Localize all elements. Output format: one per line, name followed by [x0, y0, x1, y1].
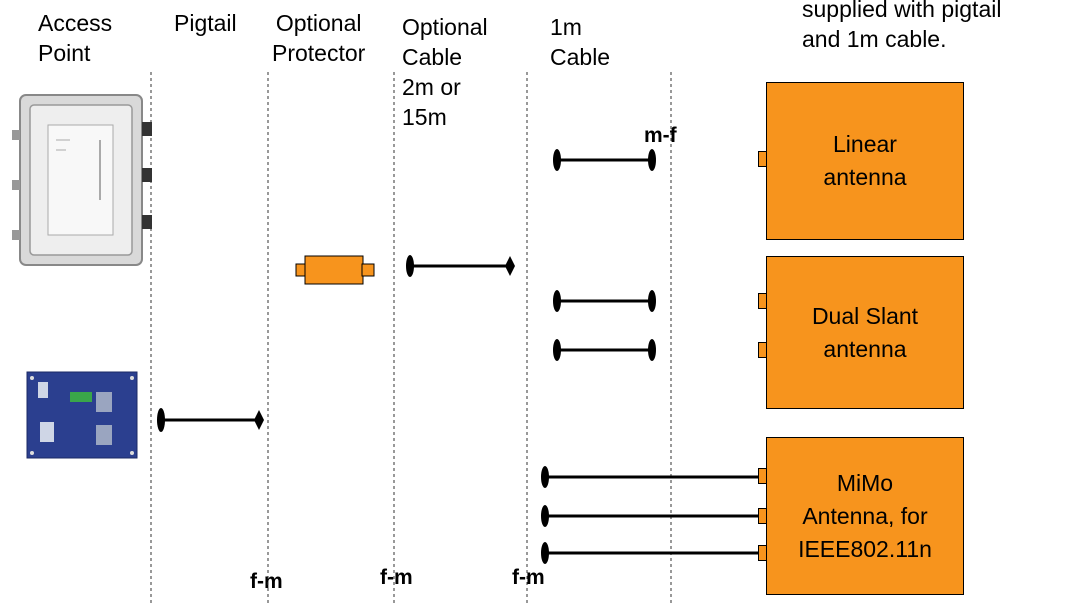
linear-antenna-port	[758, 151, 767, 167]
optional-cable	[406, 255, 515, 277]
header-access-point: Access Point	[38, 10, 113, 66]
mimo-port-3	[758, 545, 767, 561]
cable-mimo-1	[541, 466, 758, 488]
connector-label-f-m-3: f-m	[512, 566, 545, 589]
dual-slant-port-2	[758, 342, 767, 358]
optional-protector	[295, 255, 375, 285]
cable-dual-slant-1	[553, 290, 656, 312]
pigtail-cable	[157, 408, 264, 432]
column-separators	[150, 72, 672, 603]
connector-label-m-f: m-f	[644, 124, 677, 147]
header-1m-cable: 1m Cable	[550, 14, 611, 70]
header-optional-cable: Optional Cable 2m or 15m	[402, 14, 488, 130]
access-point-board-image	[26, 371, 138, 459]
mimo-port-1	[758, 468, 767, 484]
cable-linear	[553, 149, 656, 171]
mimo-port-2	[758, 508, 767, 524]
header-note: supplied with pigtail and 1m cable.	[802, 0, 1002, 52]
connector-label-f-m-2: f-m	[380, 566, 413, 589]
dual-slant-port-1	[758, 293, 767, 309]
cable-mimo-3	[541, 542, 758, 564]
access-point-enclosure-image	[12, 94, 152, 266]
header-protector: Optional Protector	[272, 10, 366, 66]
connector-label-f-m-1: f-m	[250, 570, 283, 593]
mimo-antenna: MiMo Antenna, for IEEE802.11n	[766, 437, 964, 595]
linear-antenna: Linear antenna	[766, 82, 964, 240]
header-pigtail: Pigtail	[174, 10, 237, 36]
dual-slant-antenna: Dual Slant antenna	[766, 256, 964, 409]
cable-dual-slant-2	[553, 339, 656, 361]
one-meter-cables	[541, 149, 758, 564]
cable-mimo-2	[541, 505, 758, 527]
